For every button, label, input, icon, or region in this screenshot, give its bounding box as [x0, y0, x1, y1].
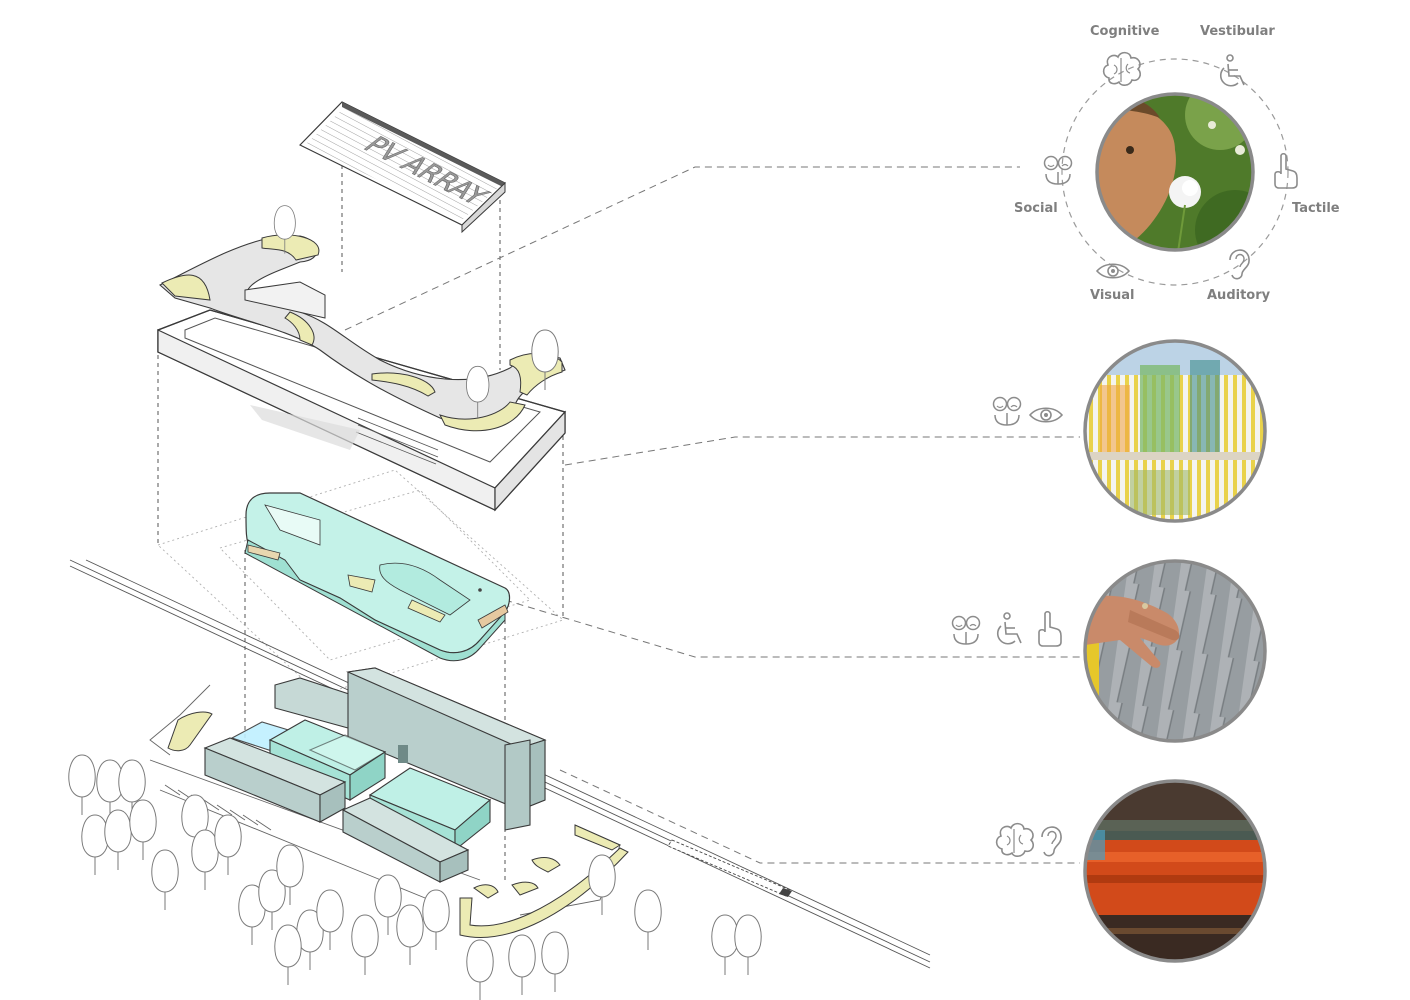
cognitive-icon — [1102, 51, 1142, 87]
label-auditory: Auditory — [1207, 288, 1271, 303]
tactile-icon — [1274, 152, 1298, 189]
visual-icon — [1029, 407, 1063, 423]
label-visual: Visual — [1090, 288, 1135, 303]
glass-volume-layer — [244, 492, 511, 662]
visual-icon — [1096, 263, 1130, 279]
photo-passing-train — [1083, 779, 1267, 963]
label-social: Social — [1014, 201, 1058, 216]
train — [667, 839, 792, 897]
senses-ring — [1061, 58, 1289, 286]
photo-3-icons — [951, 610, 1062, 647]
ground-planters — [167, 711, 629, 938]
footprint-outlines — [157, 469, 564, 696]
social-icon — [951, 615, 981, 645]
vestibular-icon — [996, 612, 1022, 645]
tactile-icon — [1038, 610, 1062, 647]
label-vestibular: Vestibular — [1200, 24, 1275, 39]
projection-lines — [157, 165, 564, 880]
label-tactile: Tactile — [1292, 201, 1340, 216]
ground-buildings — [203, 667, 547, 883]
pv-array-panel: PV ARRAY — [298, 101, 507, 234]
photo-colored-fins — [1083, 339, 1267, 523]
leader-lines — [344, 166, 1080, 864]
auditory-icon — [1229, 249, 1250, 280]
roof-landscape-layer — [157, 234, 567, 512]
auditory-icon — [1041, 826, 1062, 857]
label-cognitive: Cognitive — [1090, 24, 1160, 39]
photo-child-flower — [1095, 92, 1255, 252]
photo-2-icons — [992, 396, 1063, 426]
vestibular-icon — [1219, 54, 1245, 87]
social-icon — [992, 396, 1022, 426]
social-icon — [1043, 155, 1073, 185]
cognitive-icon — [995, 822, 1035, 858]
photo-4-icons — [995, 822, 1062, 858]
photo-textured-wall — [1083, 559, 1267, 743]
